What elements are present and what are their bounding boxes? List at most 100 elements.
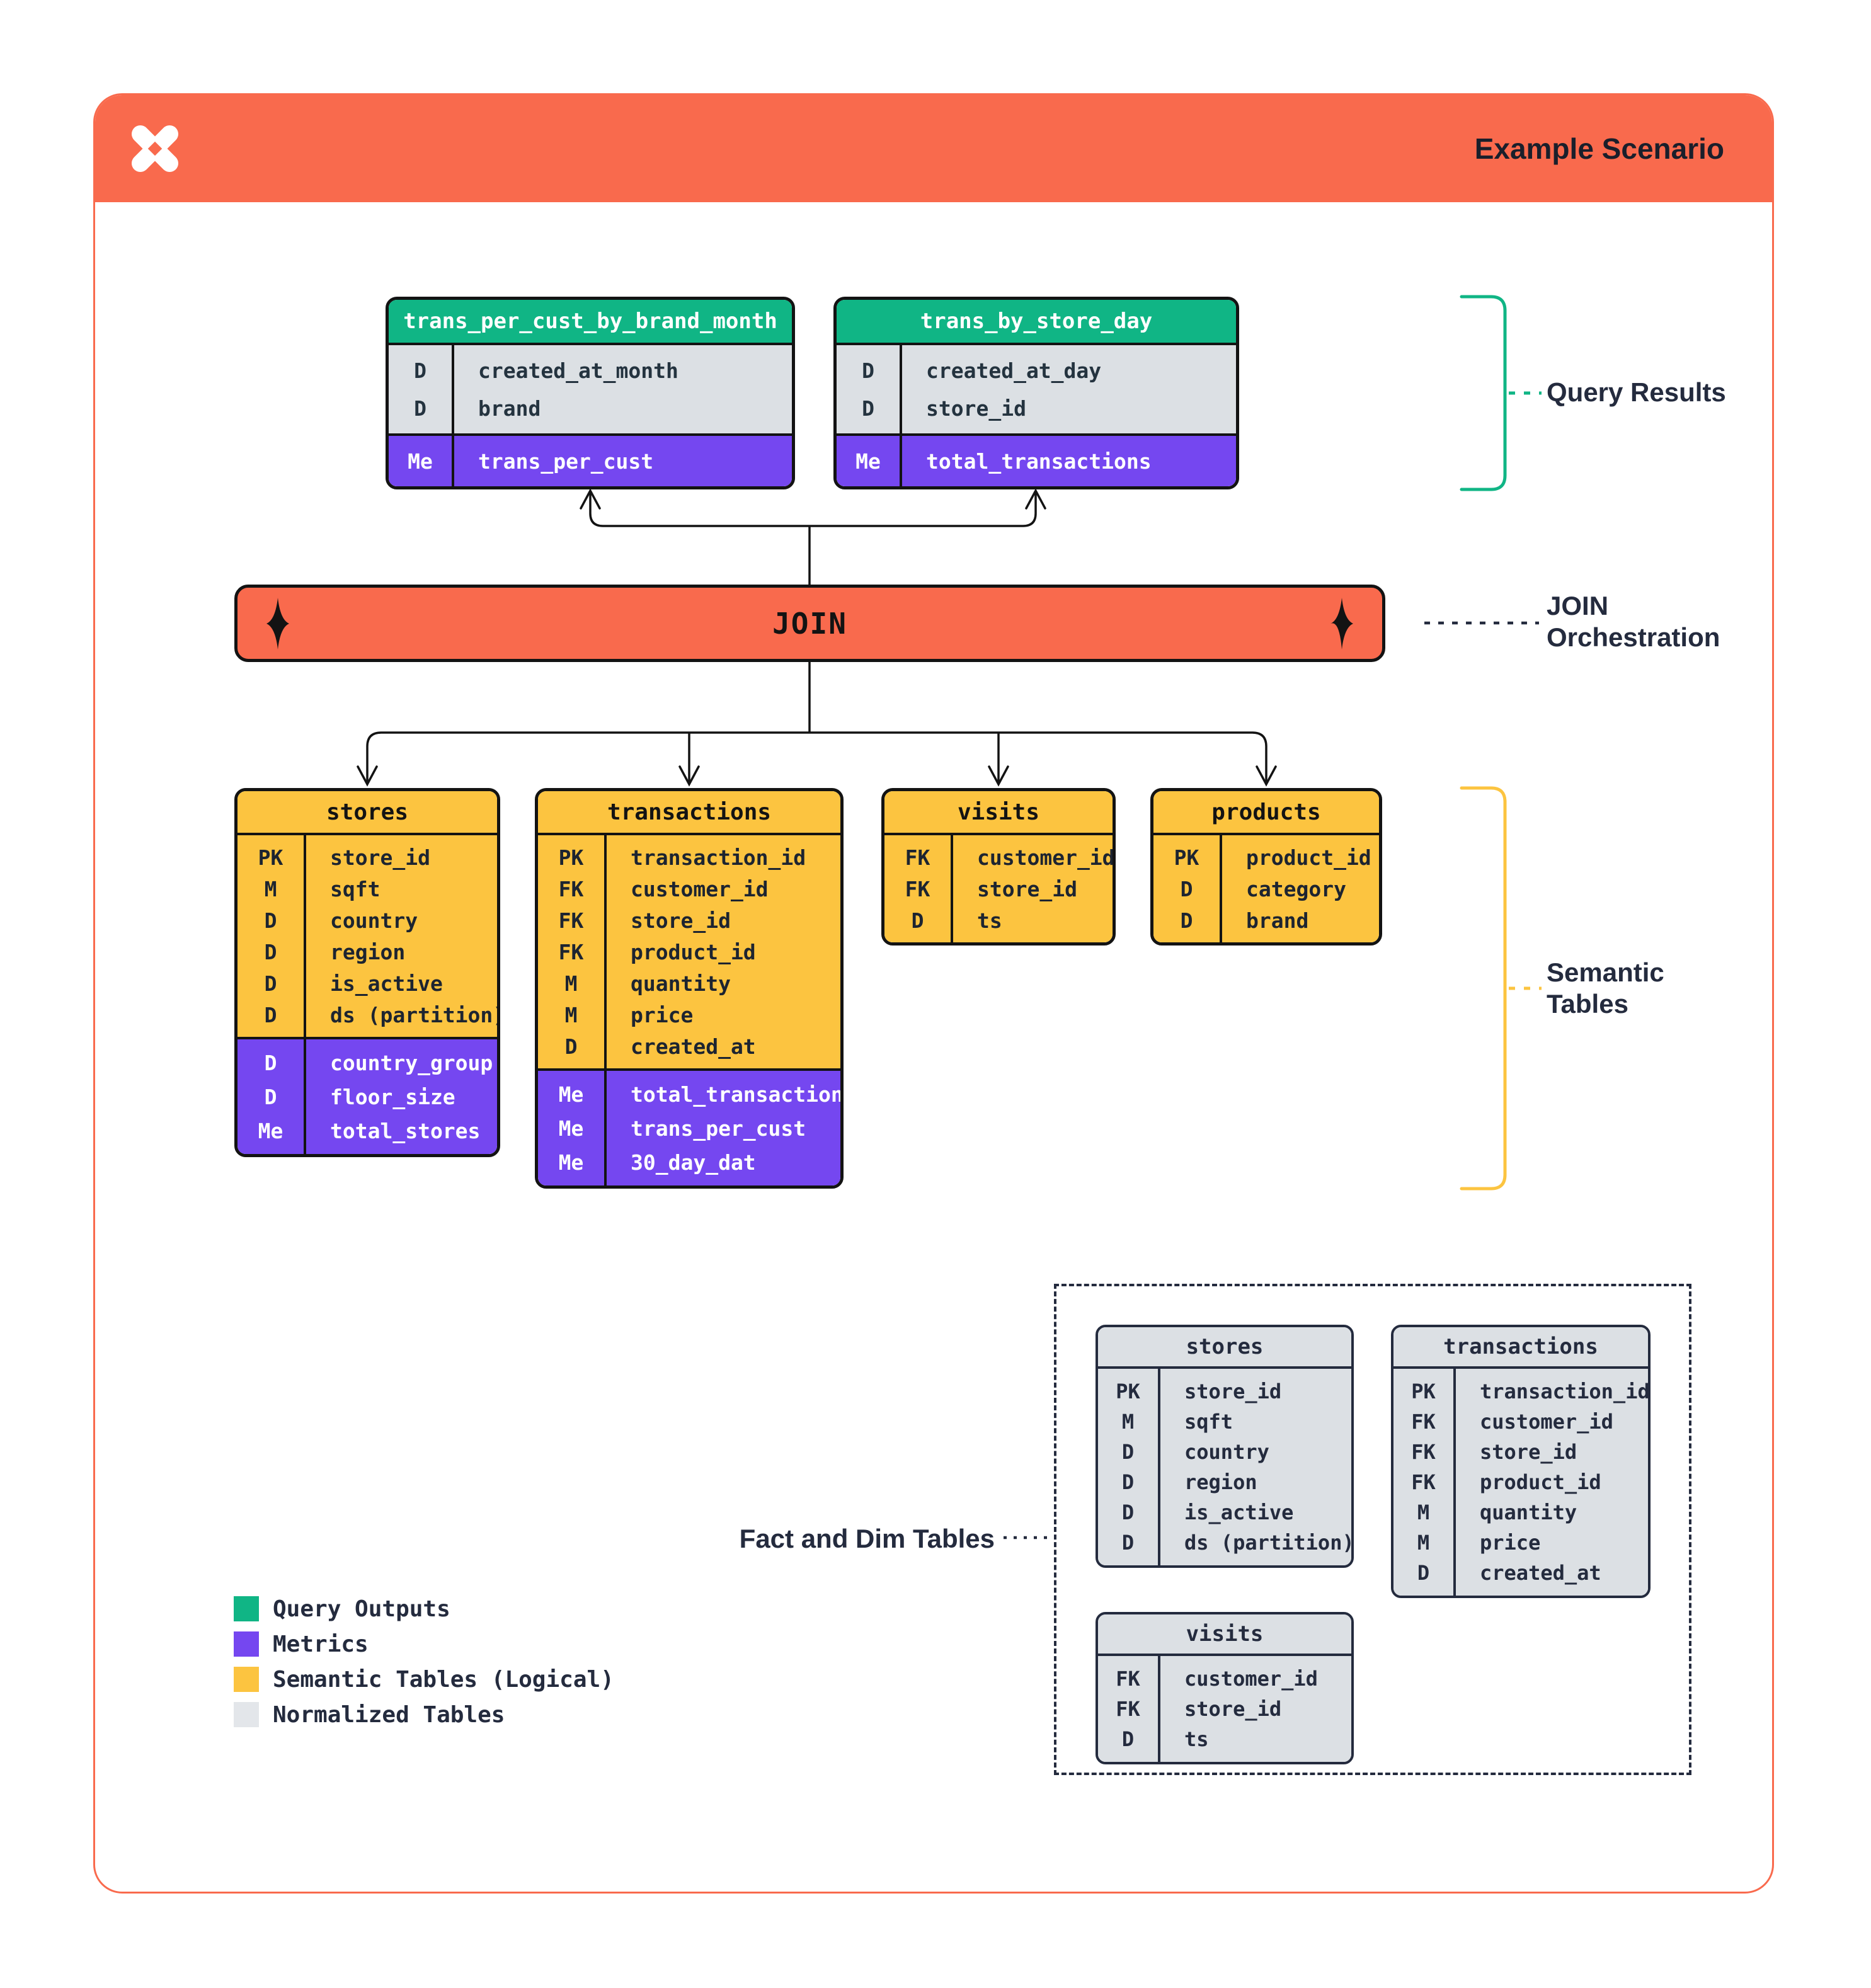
column-key-badge: PK [258,845,283,870]
key-column-divider [452,345,454,486]
column-key-badge: D [264,1050,277,1075]
column-name: product_id [631,939,756,964]
column-key-badge: FK [558,908,584,933]
table-title: transactions [1393,1327,1648,1369]
column-name: created_at [1480,1561,1601,1585]
table-row: FK store_id [538,905,840,936]
semantic-tables-label: Semantic Tables [1547,957,1664,1020]
column-name: transaction_id [631,845,806,870]
join-orchestration-bar: JOIN [234,585,1385,662]
column-name: store_id [631,908,731,933]
arrow-down-icon [988,765,1009,787]
column-key-badge: D [862,396,874,421]
column-key-badge: D [1180,876,1193,901]
column-key-badge: D [414,396,426,421]
column-name: store_id [977,876,1077,901]
table-title: visits [884,791,1113,835]
table-title: trans_by_store_day [837,300,1236,345]
header-bar: Example Scenario [95,95,1772,202]
arrow-down-icon [357,765,378,787]
query-results-label: Query Results [1547,377,1726,407]
column-name: is_active [330,971,443,996]
column-name: store_id [330,845,430,870]
table-row: PK store_id [237,842,497,873]
column-name: customer_id [977,845,1115,870]
column-key-badge: M [1121,1410,1135,1434]
key-column-divider [304,835,306,1154]
arrow-down-icon [1256,765,1277,787]
column-key-badge: Me [855,448,881,474]
column-name: region [1184,1470,1257,1494]
column-key-badge: FK [558,939,584,964]
column-name: ds (partition) [330,1002,500,1027]
column-name: 30_day_dat [631,1150,756,1175]
column-name: price [631,1002,694,1027]
column-key-badge: D [264,908,277,933]
legend-swatch [234,1702,259,1727]
key-column-divider [1453,1369,1456,1596]
semantic-tables-bracket [1460,786,1507,1191]
fact-dim-group-box [1054,1284,1691,1775]
column-name: store_id [1184,1380,1282,1403]
legend-swatch [234,1596,259,1621]
legend-item: Query Outputs [234,1596,450,1622]
column-name: created_at [631,1034,756,1059]
arrow-up-icon [1025,488,1046,510]
sparkle-diamond-icon [1330,597,1353,649]
column-name: brand [478,396,541,421]
column-key-badge: D [1121,1470,1135,1494]
column-name: price [1480,1531,1541,1555]
column-name: store_id [1184,1697,1282,1721]
column-name: brand [1246,908,1309,933]
column-key-badge: PK [558,845,584,870]
column-name: country [330,908,418,933]
column-key-badge: M [1417,1531,1430,1555]
semantic-tables-label-line1: Semantic [1547,957,1664,987]
column-name: trans_per_cust [478,448,654,474]
column-key-badge: D [564,1034,578,1059]
column-name: total_transactions [631,1082,844,1107]
column-key-badge: FK [1411,1470,1436,1494]
arrow-up-icon [580,488,601,510]
column-key-badge: D [1417,1561,1430,1585]
query-results-bracket [1460,295,1507,491]
arrow-down-icon [678,765,700,787]
key-column-divider [1158,1369,1160,1565]
column-key-badge: D [414,358,426,383]
column-name: quantity [631,971,731,996]
column-key-badge: D [264,1084,277,1109]
column-name: sqft [330,876,380,901]
column-name: sqft [1184,1410,1233,1434]
column-name: transaction_id [1480,1380,1650,1403]
